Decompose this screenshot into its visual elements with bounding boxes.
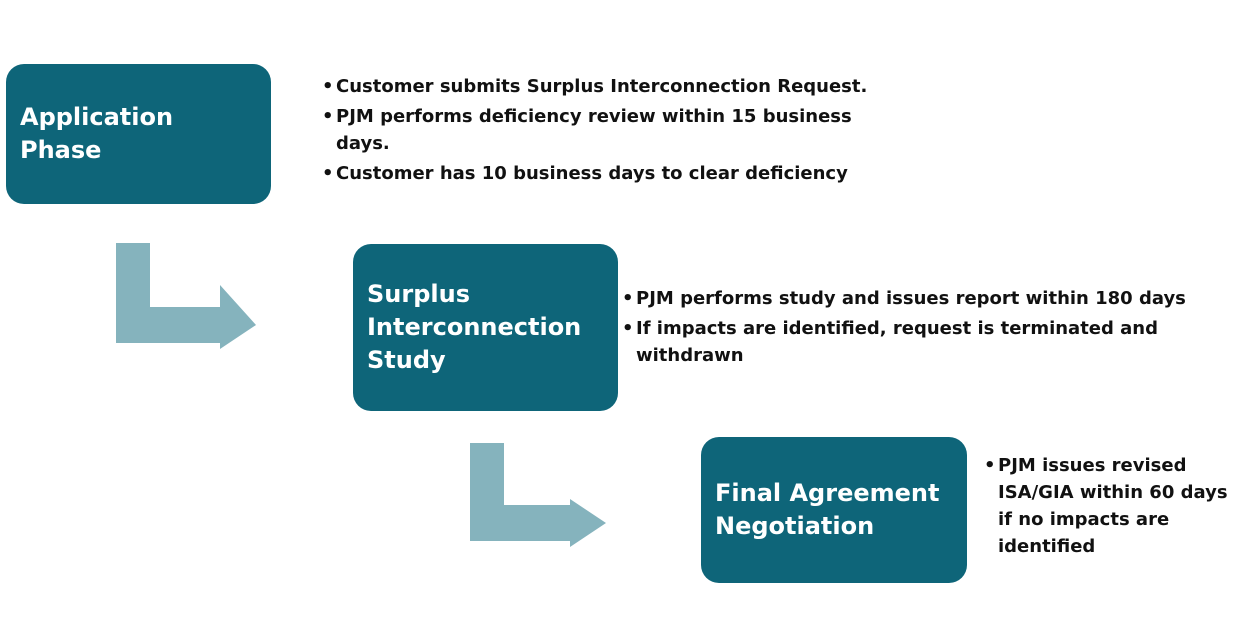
bent-arrow-icon [470, 443, 606, 547]
bullet-item: Customer has 10 business days to clear d… [322, 160, 902, 187]
bullet-item: If impacts are identified, request is te… [622, 315, 1247, 369]
bent-arrow-icon [116, 243, 256, 349]
bullet-item: Customer submits Surplus Interconnection… [322, 73, 902, 100]
phase-title-application: Application Phase [20, 103, 174, 164]
phase-box-study: Surplus Interconnection Study [353, 244, 618, 411]
phase-title-final-agreement: Final Agreement Negotiation [715, 479, 940, 540]
phase-title-study: Surplus Interconnection Study [367, 280, 582, 374]
bullet-list-final-agreement: PJM issues revised ISA/GIA within 60 day… [984, 452, 1246, 563]
phase-box-final-agreement: Final Agreement Negotiation [701, 437, 967, 583]
phase-box-application: Application Phase [6, 64, 271, 204]
bullet-item: PJM performs deficiency review within 15… [322, 103, 902, 157]
bullet-item: PJM performs study and issues report wit… [622, 285, 1247, 312]
bullet-item: PJM issues revised ISA/GIA within 60 day… [984, 452, 1246, 560]
bullet-list-study: PJM performs study and issues report wit… [622, 285, 1247, 372]
bullet-list-application: Customer submits Surplus Interconnection… [322, 73, 902, 190]
